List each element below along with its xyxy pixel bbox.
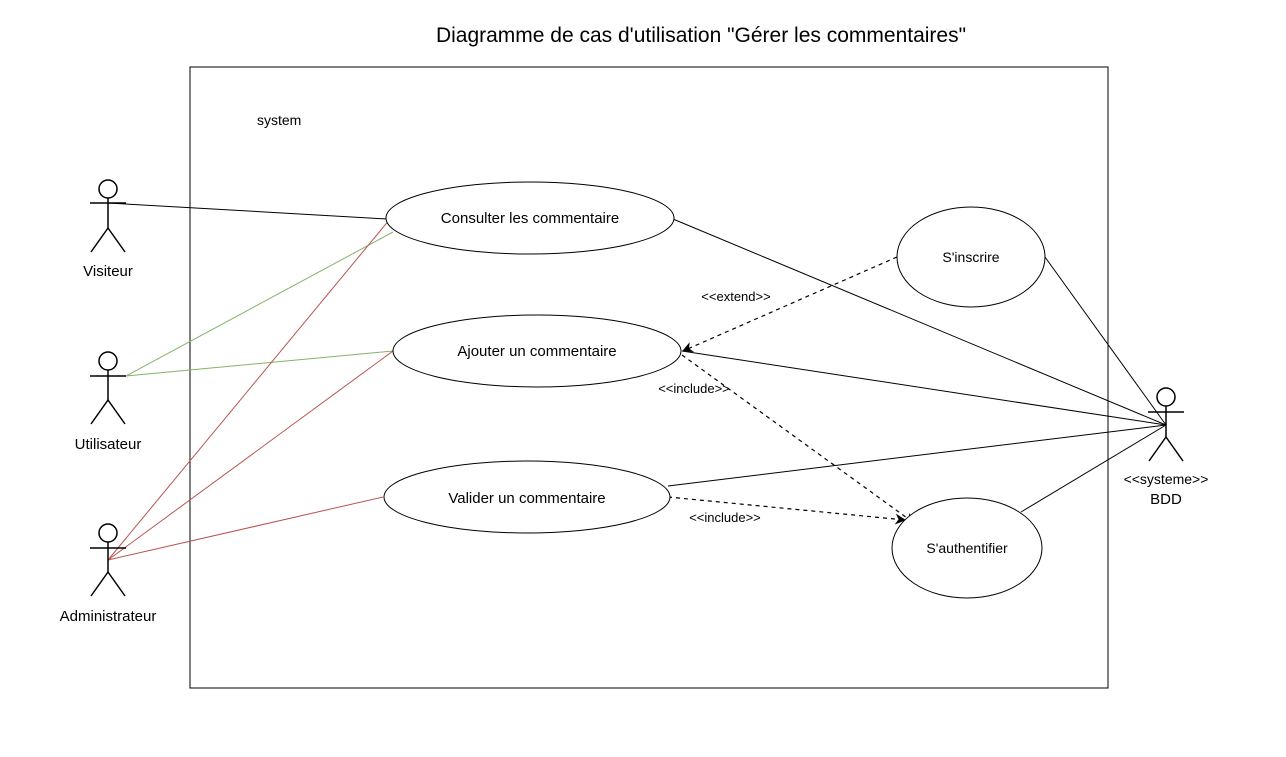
assoc-utilisateur-consulter (125, 231, 394, 377)
actor-bdd-stereotype: <<systeme>> (1124, 471, 1209, 487)
actor-utilisateur-label: Utilisateur (75, 436, 142, 453)
actor-bdd-icon (1156, 387, 1176, 407)
actor-bdd[interactable] (1148, 387, 1184, 462)
usecase-inscrire[interactable]: S'inscrire (896, 206, 1046, 308)
usecase-consulter-label: Consulter les commentaire (441, 210, 619, 227)
system-label: system (257, 112, 301, 128)
actor-utilisateur[interactable] (90, 351, 126, 425)
actor-visiteur-icon (98, 179, 118, 199)
assoc-administrateur-ajouter (107, 350, 394, 561)
usecase-valider[interactable]: Valider un commentaire (383, 460, 671, 534)
actor-administrateur-label: Administrateur (60, 608, 157, 625)
usecase-authentifier[interactable]: S'authentifier (891, 497, 1043, 599)
include-label-valider: <<include>> (689, 510, 761, 525)
usecase-consulter[interactable]: Consulter les commentaire (385, 181, 675, 255)
assoc-bdd-consulter (672, 218, 1167, 426)
assoc-visiteur-consulter (107, 202, 388, 220)
actor-visiteur-label: Visiteur (83, 263, 133, 280)
actor-administrateur-icon (98, 523, 118, 543)
usecase-ajouter-label: Ajouter un commentaire (457, 343, 616, 360)
assoc-bdd-inscrire (1044, 256, 1167, 426)
assoc-administrateur-valider (107, 496, 384, 561)
assoc-bdd-authentifier (1020, 424, 1167, 513)
actor-visiteur[interactable] (90, 179, 126, 253)
include-label-ajouter: <<include>> (658, 381, 730, 396)
extend-label: <<extend>> (701, 289, 770, 304)
system-boundary (189, 66, 1109, 689)
assoc-bdd-valider (667, 424, 1167, 487)
actor-bdd-label: BDD (1150, 491, 1182, 508)
usecase-ajouter[interactable]: Ajouter un commentaire (392, 314, 682, 388)
extend-arrow (682, 256, 898, 353)
usecase-authentifier-label: S'authentifier (926, 540, 1008, 556)
assoc-utilisateur-ajouter (125, 350, 394, 377)
actor-utilisateur-icon (98, 351, 118, 371)
assoc-administrateur-consulter (107, 218, 391, 561)
usecase-inscrire-label: S'inscrire (942, 249, 999, 265)
assoc-bdd-ajouter (681, 350, 1167, 426)
diagram-title: Diagramme de cas d'utilisation "Gérer le… (436, 24, 966, 47)
actor-administrateur[interactable] (90, 523, 126, 597)
usecase-valider-label: Valider un commentaire (448, 490, 605, 507)
